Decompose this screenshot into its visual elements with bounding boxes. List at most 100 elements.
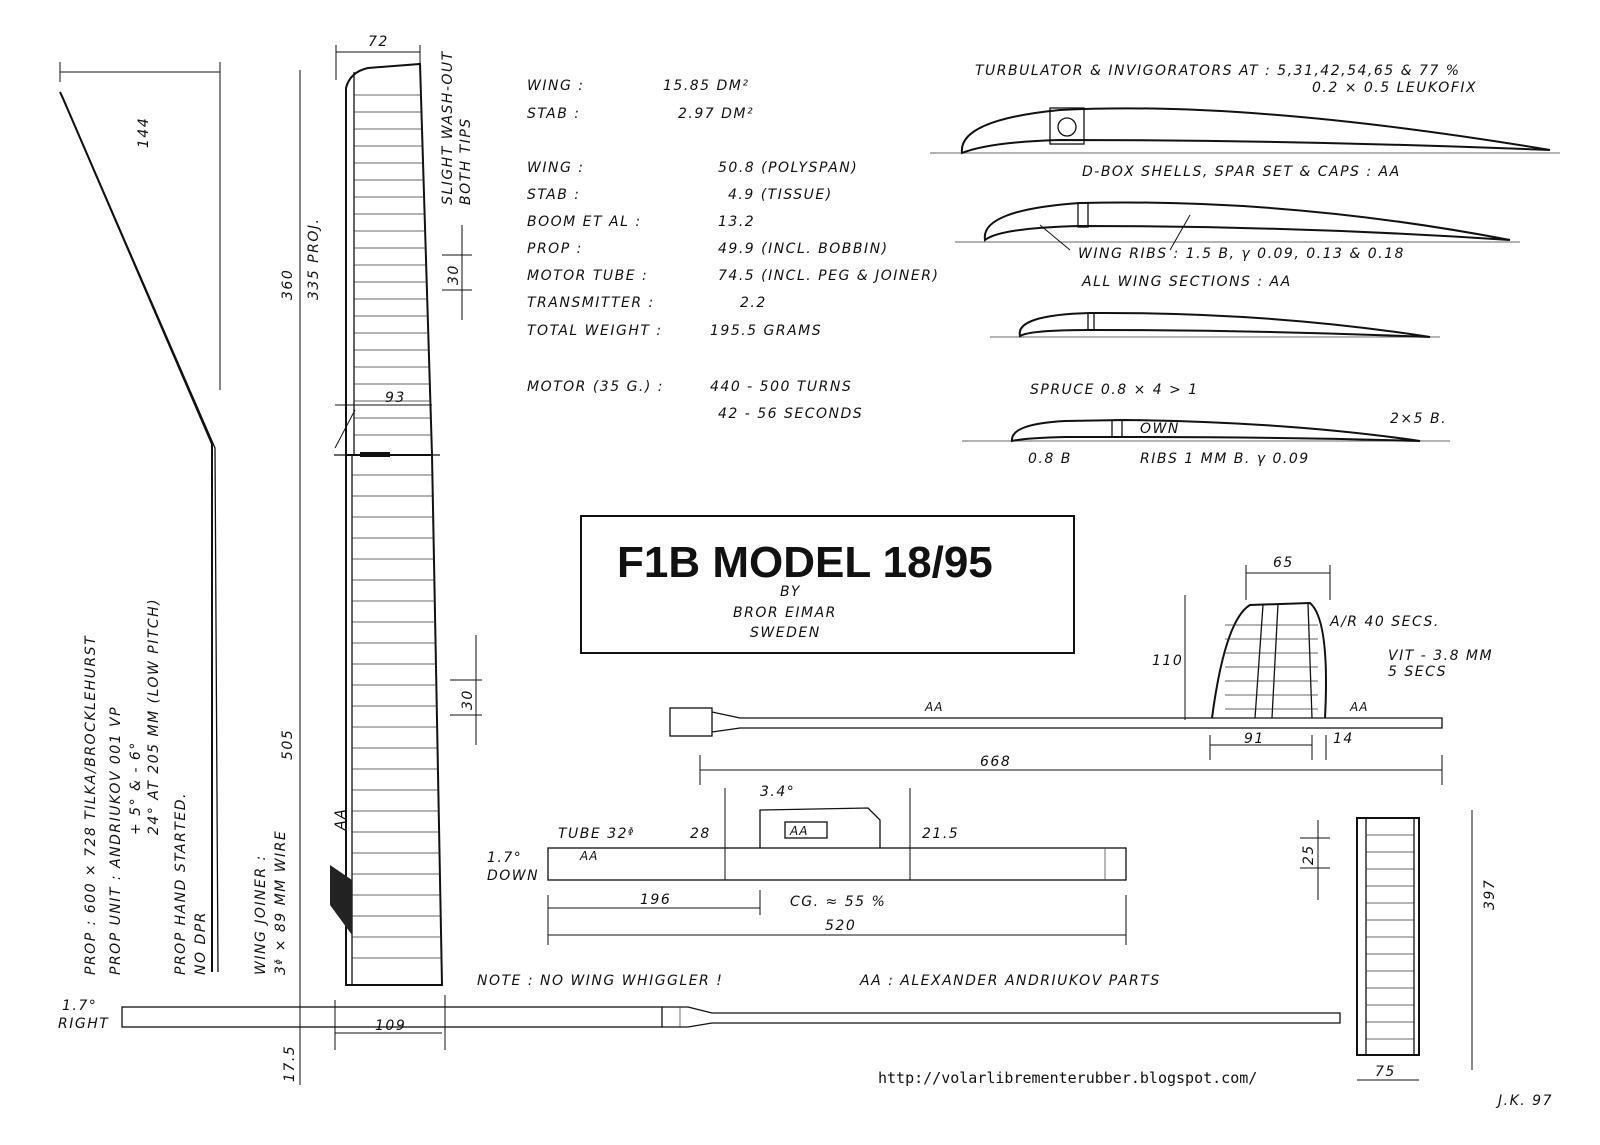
tube-pylon-aa: AA [789, 824, 808, 838]
washout-note-1: SLIGHT WASH-OUT [440, 50, 456, 205]
stab-dim-397: 397 [1482, 879, 1498, 910]
stab-dim-75: 75 [1375, 1064, 1396, 1080]
stab-planform: 25 397 75 [1300, 810, 1498, 1081]
wing-aa-label: AA [333, 808, 349, 831]
wing-joiner-wire: 3ᶲ × 89 MM WIRE [273, 830, 289, 975]
tube-dim-21-5: 21.5 [922, 826, 959, 842]
fin-gap-dim: 14 [1333, 731, 1354, 747]
spec-weight-prop-value: 49.9 (INCL. BOBBIN) [718, 241, 889, 257]
airfoil-sections: TURBULATOR & INVIGORATORS AT : 5,31,42,5… [930, 63, 1560, 467]
side-boom-aa: AA [924, 700, 943, 714]
chord-mid-dim: 93 [385, 390, 406, 406]
le-note: 0.8 B [1028, 451, 1072, 467]
title-block: F1B MODEL 18/95 BY BROR EIMAR SWEDEN [580, 515, 1075, 654]
turbulator-note: TURBULATOR & INVIGORATORS AT : 5,31,42,5… [975, 63, 1461, 79]
tube-angle: 3.4° [760, 784, 795, 800]
side-length-dim: 668 [980, 754, 1011, 770]
spruce-note: SPRUCE 0.8 × 4 > 1 [1030, 382, 1199, 398]
spec-motor-time: 42 - 56 SECONDS [718, 406, 863, 422]
dihedral-tip-dim: 144 [136, 117, 152, 148]
stab-ribs [1366, 834, 1414, 1040]
tube-aa: AA [579, 849, 598, 863]
spec-weight-tube-value: 74.5 (INCL. PEG & JOINER) [718, 268, 939, 284]
tube-length-dim: 520 [825, 918, 856, 934]
spec-weight-stab-value: 4.9 (TISSUE) [728, 187, 833, 203]
leukofix-note: 0.2 × 0.5 LEUKOFIX [1312, 80, 1477, 96]
prop-unit: PROP UNIT : ANDRIUKOV 001 VP [108, 706, 124, 975]
prop-notes: PROP : 600 × 728 TILKA/BROCKLEHURST PROP… [83, 598, 289, 975]
spec-motor-label: MOTOR (35 G.) : [527, 379, 664, 395]
wing-ribs-note: WING RIBS : 1.5 B, γ 0.09, 0.13 & 0.18 [1078, 246, 1405, 262]
fin-top-dim: 65 [1273, 555, 1294, 571]
spec-weight-total-label: TOTAL WEIGHT : [527, 323, 663, 339]
spec-weight-total-value: 195.5 GRAMS [710, 323, 822, 339]
chord-tip-dim: 72 [368, 34, 389, 50]
title-country: SWEDEN [750, 625, 821, 641]
prop-pitch-range: + 5° & - 6° [128, 741, 144, 835]
dihedral-30-upper: 30 [446, 264, 462, 285]
wing-planform: 72 93 360 335 PROJ. 505 AA SLIGHT WASH-O… [280, 34, 482, 1085]
specs-table: WING : 15.85 DM² STAB : 2.97 DM² WING : … [527, 78, 939, 422]
dbox-note: D-BOX SHELLS, SPAR SET & CAPS : AA [1082, 164, 1401, 180]
stab-ribs-note: RIBS 1 MM B. γ 0.09 [1140, 451, 1310, 467]
spec-weight-stab-label: STAB : [527, 187, 581, 203]
span-inner-dim: 505 [280, 729, 296, 760]
wing-sections-note: ALL WING SECTIONS : AA [1081, 274, 1292, 290]
cg-distance-dim: 196 [640, 892, 671, 908]
tube-dim-28: 28 [690, 826, 711, 842]
prop-spec: PROP : 600 × 728 TILKA/BROCKLEHURST [83, 635, 99, 975]
te-note: 2×5 B. [1390, 411, 1447, 427]
prop-blade-profile: 144 [59, 62, 221, 973]
root-hatch [330, 865, 352, 935]
spec-weight-boom-label: BOOM ET AL : [527, 214, 642, 230]
cg-note: CG. ≈ 55 % [790, 894, 886, 910]
source-url: http://volarlibrementerubber.blogspot.co… [878, 1069, 1257, 1087]
spec-weight-wing-label: WING : [527, 160, 584, 176]
plan-title: F1B MODEL 18/95 [617, 538, 993, 587]
chord-root-dim: 109 [375, 1018, 406, 1034]
span-outer-proj: 335 PROJ. [306, 218, 322, 300]
fin-height-dim: 110 [1152, 653, 1183, 669]
spec-weight-wing-value: 50.8 (POLYSPAN) [718, 160, 858, 176]
spec-area-wing-label: WING : [527, 78, 584, 94]
no-whiggler-note: NOTE : NO WING WHIGGLER ! [477, 973, 723, 989]
spec-weight-prop-label: PROP : [527, 241, 583, 257]
spec-area-stab-label: STAB : [527, 106, 581, 122]
tube-label: TUBE 32ᶲ [558, 826, 635, 842]
tube-down: DOWN [487, 868, 539, 884]
signature: J.K. 97 [1495, 1093, 1553, 1109]
dihedral-30-lower: 30 [460, 689, 476, 710]
side-view: AA 65 110 91 14 668 A/R 40 SECS. VIT - 3… [669, 555, 1493, 785]
spec-weight-tx-value: 2.2 [740, 295, 767, 311]
wing-ribs-outer [354, 94, 432, 436]
vit-note-1: VIT - 3.8 MM [1388, 648, 1493, 664]
washout-note-2: BOTH TIPS [458, 117, 474, 205]
own-note: OWN [1140, 421, 1180, 437]
wing-ribs-inner [352, 474, 442, 959]
spec-weight-boom-value: 13.2 [718, 214, 755, 230]
span-outer-dim: 360 [280, 269, 296, 300]
offset-right: RIGHT [58, 1016, 109, 1032]
fuselage-plan-view: 1.7° RIGHT [58, 995, 1341, 1050]
dim-17-5: 17.5 [282, 1045, 298, 1082]
tube-down-angle: 1.7° [487, 850, 522, 866]
side-tail-aa: AA [1349, 700, 1368, 714]
motor-tube-view: AA AA TUBE 32ᶲ 3.4° 28 21.5 1.7° DOWN 19… [487, 784, 1127, 945]
prop-no-dpr: NO DPR [193, 911, 209, 975]
title-by: BY [780, 584, 801, 600]
offset-angle: 1.7° [62, 998, 97, 1014]
prop-pitch-low: 24° AT 205 MM (LOW PITCH) [146, 598, 162, 835]
title-author: BROR EIMAR [733, 605, 837, 621]
aa-legend-note: AA : ALEXANDER ANDRIUKOV PARTS [859, 973, 1161, 989]
spec-weight-tx-label: TRANSMITTER : [527, 295, 655, 311]
spec-motor-turns: 440 - 500 TURNS [710, 379, 852, 395]
dt-note: A/R 40 SECS. [1329, 614, 1440, 630]
spec-weight-tube-label: MOTOR TUBE : [527, 268, 648, 284]
fin-ribs [1225, 624, 1318, 710]
spec-area-wing-value: 15.85 DM² [663, 78, 750, 94]
prop-hand-started: PROP HAND STARTED. [173, 792, 189, 975]
spec-area-stab-value: 2.97 DM² [678, 106, 754, 122]
wing-joiner-label: WING JOINER : [253, 854, 269, 975]
vit-note-2: 5 SECS [1388, 664, 1447, 680]
